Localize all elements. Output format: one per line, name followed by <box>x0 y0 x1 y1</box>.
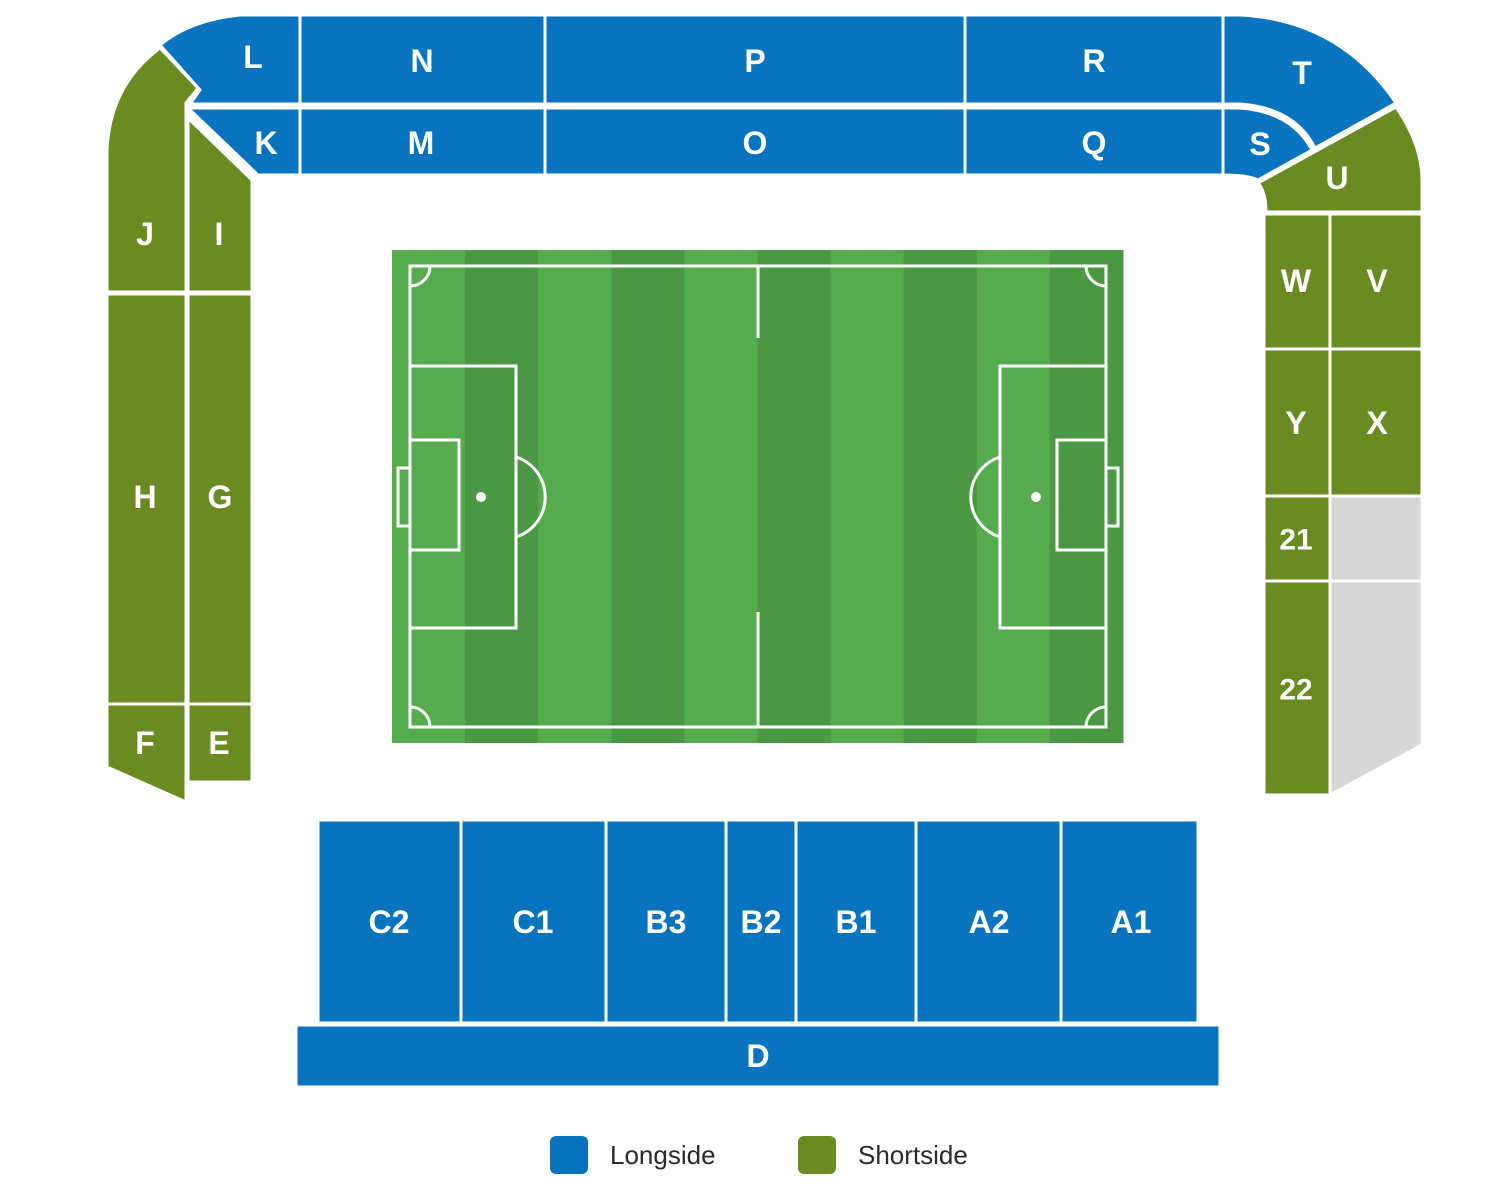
section-A2[interactable] <box>914 818 1063 1025</box>
section-R[interactable] <box>963 13 1225 106</box>
section-22[interactable] <box>1262 579 1332 797</box>
section-N[interactable] <box>298 13 547 106</box>
section-S[interactable] <box>1221 106 1315 182</box>
section-M[interactable] <box>298 106 547 177</box>
section-D[interactable] <box>294 1023 1222 1089</box>
section-W[interactable] <box>1262 212 1332 351</box>
pitch-stripe <box>903 250 978 743</box>
section-22-unavailable <box>1328 579 1424 798</box>
pitch-stripe <box>684 250 758 743</box>
section-G[interactable] <box>186 292 254 706</box>
pitch-stripe <box>757 250 832 743</box>
section-I[interactable] <box>186 114 254 294</box>
section-21[interactable] <box>1262 494 1332 583</box>
section-Q[interactable] <box>963 106 1225 177</box>
section-A1[interactable] <box>1059 818 1200 1025</box>
legend: Longside Shortside <box>0 1136 1500 1176</box>
shortside-swatch-icon <box>798 1136 836 1174</box>
section-L[interactable] <box>157 13 302 106</box>
section-J[interactable] <box>105 46 200 294</box>
longside-swatch-icon <box>550 1136 588 1174</box>
section-C1[interactable] <box>459 818 608 1025</box>
section-C2[interactable] <box>316 818 463 1025</box>
section-P[interactable] <box>543 13 967 106</box>
section-E[interactable] <box>186 702 254 784</box>
right-stand <box>1255 105 1424 798</box>
pitch-stripe <box>538 250 612 743</box>
section-V[interactable] <box>1328 212 1424 351</box>
section-Y[interactable] <box>1262 347 1332 498</box>
section-T[interactable] <box>1221 13 1399 151</box>
section-X[interactable] <box>1328 347 1424 498</box>
section-H[interactable] <box>105 292 188 706</box>
section-B3[interactable] <box>604 818 728 1025</box>
section-F[interactable] <box>105 702 188 805</box>
left-stand <box>105 46 254 805</box>
section-21-unavailable <box>1328 494 1424 583</box>
section-U[interactable] <box>1255 105 1424 214</box>
pitch-stripe <box>830 250 905 743</box>
legend-shortside-label: Shortside <box>858 1139 968 1170</box>
pitch <box>392 250 1124 743</box>
top-stand <box>157 13 1399 182</box>
section-O[interactable] <box>543 106 967 177</box>
legend-shortside[interactable]: Shortside <box>798 1136 968 1174</box>
legend-longside-label: Longside <box>610 1139 716 1170</box>
bottom-stand <box>294 818 1222 1089</box>
section-B1[interactable] <box>794 818 918 1025</box>
pitch-stripe <box>392 250 466 743</box>
section-B2[interactable] <box>724 818 798 1025</box>
pitch-stripe <box>1049 250 1124 743</box>
pitch-stripe <box>611 250 685 743</box>
legend-longside[interactable]: Longside <box>550 1136 716 1174</box>
